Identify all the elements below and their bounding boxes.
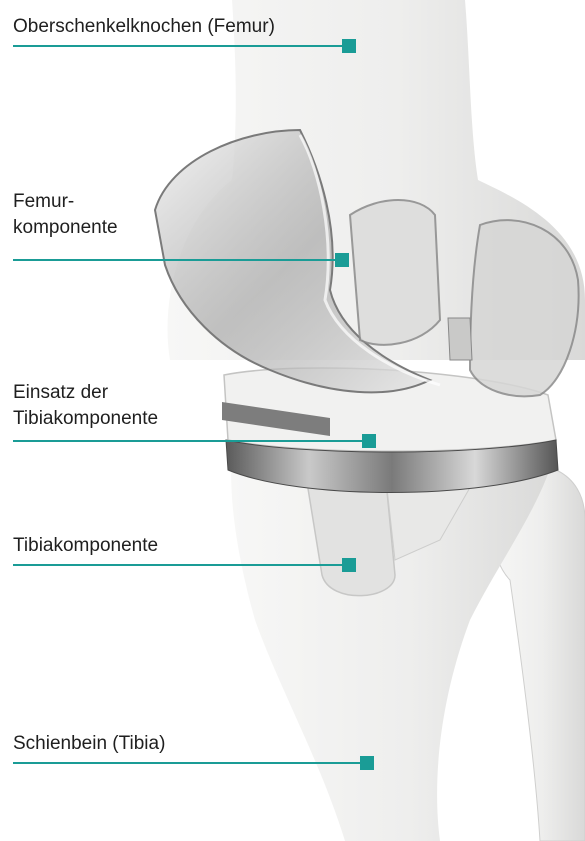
label-tibia-insert: Einsatz der Tibiakomponente bbox=[13, 380, 158, 432]
label-tibia-component: Tibiakomponente bbox=[13, 533, 158, 559]
leader-line-tibia-component bbox=[13, 564, 343, 566]
leader-line-femur-component bbox=[13, 259, 341, 261]
label-tibia-insert-line-2: Tibiakomponente bbox=[13, 406, 158, 432]
label-tibia-component-text: Tibiakomponente bbox=[13, 533, 158, 559]
marker-tibia-insert bbox=[362, 434, 376, 448]
leader-line-tibia-insert bbox=[13, 440, 365, 442]
label-femur-component-line-2: komponente bbox=[13, 215, 118, 241]
label-femur: Oberschenkelknochen (Femur) bbox=[13, 14, 275, 40]
label-tibia-text: Schienbein (Tibia) bbox=[13, 731, 165, 757]
femoral-condyle-lateral bbox=[350, 200, 440, 345]
label-femur-text: Oberschenkelknochen (Femur) bbox=[13, 14, 275, 40]
marker-femur bbox=[342, 39, 356, 53]
label-tibia: Schienbein (Tibia) bbox=[13, 731, 165, 757]
marker-femur-component bbox=[335, 253, 349, 267]
femoral-condyle-medial bbox=[470, 220, 579, 396]
label-femur-component: Femur- komponente bbox=[13, 189, 118, 241]
label-tibia-insert-line-1: Einsatz der bbox=[13, 380, 158, 406]
marker-tibia bbox=[360, 756, 374, 770]
leader-line-femur bbox=[13, 45, 348, 47]
label-femur-component-line-1: Femur- bbox=[13, 189, 118, 215]
leader-line-tibia bbox=[13, 762, 363, 764]
marker-tibia-component bbox=[342, 558, 356, 572]
